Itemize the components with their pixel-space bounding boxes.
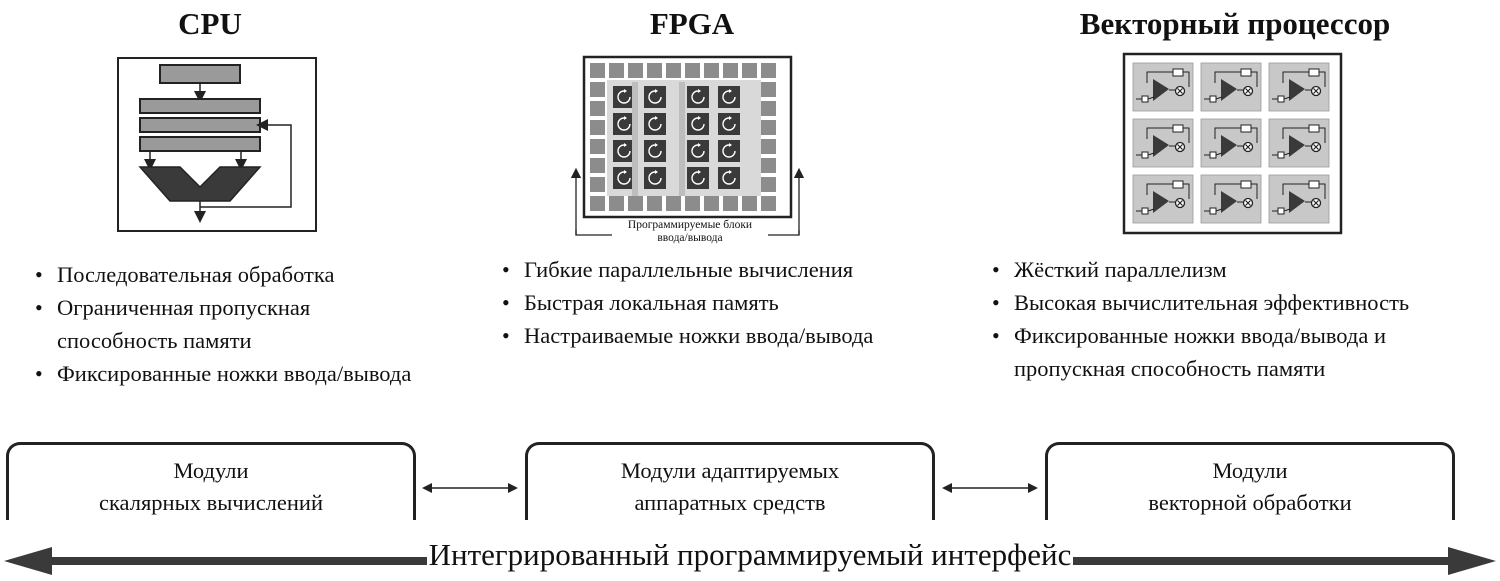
vector-bullet: Жёсткий параллелизм — [992, 253, 1409, 286]
module-adaptive-line1: Модули адаптируемых — [620, 458, 840, 483]
fpga-io-block — [590, 120, 605, 135]
fpga-io-block — [761, 196, 776, 211]
fpga-io-block — [723, 63, 738, 78]
module-adaptive-line2: аппаратных средств — [634, 490, 826, 515]
fpga-io-block — [590, 139, 605, 154]
fpga-logic-cell — [687, 167, 709, 189]
fpga-io-block — [761, 101, 776, 116]
vector-compute-unit — [1132, 118, 1194, 168]
fpga-io-label: Программируемые блоки ввода/вывода — [612, 219, 768, 245]
module-vector-line1: Модули — [1212, 458, 1288, 483]
fpga-logic-cell — [687, 113, 709, 135]
fpga-io-block — [761, 63, 776, 78]
cpu-bullet-line: способность памяти — [57, 328, 252, 353]
fpga-io-block — [647, 196, 662, 211]
fpga-io-block — [647, 63, 662, 78]
fpga-logic-cell — [687, 86, 709, 108]
fpga-io-block — [761, 139, 776, 154]
vector-compute-unit — [1132, 62, 1194, 112]
fpga-io-block — [628, 196, 643, 211]
vector-bullet-line: Фиксированные ножки ввода/вывода и — [1014, 323, 1387, 348]
vector-title: Векторный процессор — [1079, 6, 1391, 41]
fpga-io-block — [761, 120, 776, 135]
fpga-logic-cell — [613, 167, 635, 189]
cpu-bullet-line: Ограниченная пропускная — [57, 295, 311, 320]
fpga-io-block — [666, 63, 681, 78]
fpga-diagram — [570, 55, 805, 236]
vector-compute-unit — [1200, 174, 1262, 224]
fpga-io-block — [590, 63, 605, 78]
module-link-arrow — [422, 483, 518, 493]
cpu-diagram — [117, 57, 317, 232]
fpga-io-block — [685, 196, 700, 211]
fpga-logic-cell — [613, 113, 635, 135]
fpga-io-block — [685, 63, 700, 78]
fpga-bullet: Гибкие параллельные вычисления — [502, 253, 873, 286]
fpga-io-block — [704, 63, 719, 78]
fpga-io-block — [761, 82, 776, 97]
fpga-logic-cell — [644, 86, 666, 108]
fpga-io-block — [590, 101, 605, 116]
cpu-bullet: Последовательная обработка — [35, 258, 411, 291]
fpga-io-block — [723, 196, 738, 211]
vector-compute-unit — [1132, 174, 1194, 224]
fpga-logic-cell — [687, 140, 709, 162]
fpga-io-block — [590, 196, 605, 211]
vector-compute-unit — [1200, 118, 1262, 168]
fpga-io-block — [742, 63, 757, 78]
vector-bullet: Высокая вычислительная эффективность — [992, 286, 1409, 319]
fpga-logic-cell — [644, 140, 666, 162]
vector-compute-unit — [1268, 62, 1330, 112]
cpu-bullet: Ограниченная пропускная способность памят… — [35, 291, 411, 357]
fpga-io-block — [666, 196, 681, 211]
vector-compute-unit — [1268, 118, 1330, 168]
vector-diagram — [1122, 52, 1343, 235]
vector-bullet: Фиксированные ножки ввода/вывода и пропус… — [992, 319, 1409, 385]
fpga-logic-cell — [613, 140, 635, 162]
vector-compute-unit — [1268, 174, 1330, 224]
cpu-title: CPU — [178, 6, 242, 41]
fpga-io-label-line: ввода/вывода — [657, 232, 723, 244]
module-scalar: Модули скалярных вычислений — [6, 442, 416, 520]
module-vector: Модули векторной обработки — [1045, 442, 1455, 520]
interface-label: Интегрированный программируемый интерфей… — [0, 537, 1500, 573]
cpu-bullets: Последовательная обработка Ограниченная … — [35, 258, 411, 390]
interface-label-text: Интегрированный программируемый интерфей… — [426, 537, 1074, 572]
fpga-bullet: Настраиваемые ножки ввода/вывода — [502, 319, 873, 352]
fpga-logic-cell — [644, 167, 666, 189]
fpga-io-block — [704, 196, 719, 211]
fpga-io-block — [609, 196, 624, 211]
fpga-io-block — [590, 82, 605, 97]
module-scalar-line1: Модули — [173, 458, 249, 483]
fpga-io-block — [628, 63, 643, 78]
module-vector-line2: векторной обработки — [1148, 490, 1352, 515]
fpga-io-block — [609, 63, 624, 78]
fpga-io-block — [742, 196, 757, 211]
fpga-logic-cell — [718, 140, 740, 162]
vector-compute-unit — [1200, 62, 1262, 112]
fpga-logic-cell — [718, 167, 740, 189]
fpga-logic-cell — [644, 113, 666, 135]
fpga-io-block — [761, 158, 776, 173]
fpga-bullets: Гибкие параллельные вычисления Быстрая л… — [502, 253, 873, 352]
vector-bullet-line: пропускная способность памяти — [1014, 356, 1326, 381]
fpga-io-block — [590, 158, 605, 173]
fpga-io-block — [590, 177, 605, 192]
fpga-logic-cell — [613, 86, 635, 108]
module-link-arrow — [942, 483, 1038, 493]
module-adaptive: Модули адаптируемых аппаратных средств — [525, 442, 935, 520]
fpga-bullet: Быстрая локальная память — [502, 286, 873, 319]
cpu-bullet: Фиксированные ножки ввода/вывода — [35, 357, 411, 390]
vector-bullets: Жёсткий параллелизм Высокая вычислительн… — [992, 253, 1409, 385]
fpga-io-block — [761, 177, 776, 192]
fpga-io-label-line: Программируемые блоки — [627, 219, 753, 231]
fpga-logic-cell — [718, 86, 740, 108]
fpga-title: FPGA — [649, 6, 735, 41]
fpga-logic-cell — [718, 113, 740, 135]
module-scalar-line2: скалярных вычислений — [98, 490, 324, 515]
